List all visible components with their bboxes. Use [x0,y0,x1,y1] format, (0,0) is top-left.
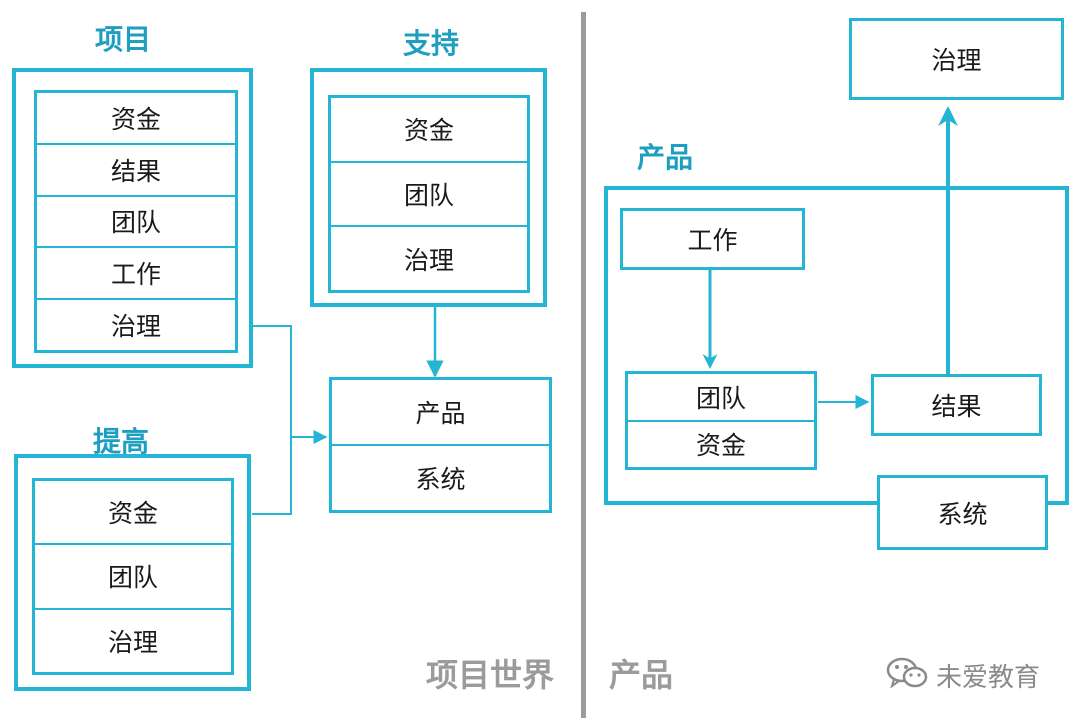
left-product-item: 产品 [415,399,466,428]
left-product-list: 产品 系统 [329,377,552,513]
right-funds-item: 资金 [628,419,814,468]
project-item-funds: 资金 [110,104,161,134]
project-item-work: 工作 [37,246,235,298]
project-item-governance: 治理 [37,298,235,350]
support-list: 资金 团队 治理 [328,95,530,293]
right-work-box: 工作 [620,208,805,270]
right-product-frame [604,186,1069,505]
right-system-box: 系统 [877,475,1048,550]
project-item-results: 结果 [37,142,235,195]
left-system-item: 系统 [332,444,549,510]
support-item-governance: 治理 [331,225,527,290]
center-divider [581,12,586,718]
improve-item-team: 团队 [35,543,231,607]
support-title: 支持 [403,27,460,60]
improve-list: 资金 团队 治理 [32,478,234,675]
project-title: 项目 [95,23,152,56]
right-governance-box: 治理 [849,18,1064,100]
right-results-box: 结果 [871,374,1042,436]
right-product-title: 产品 [637,141,694,174]
watermark-text: 未爱教育 [936,662,1041,693]
wechat-icon [886,656,928,694]
project-list: 资金 结果 团队 工作 治理 [34,90,238,353]
support-item-funds: 资金 [403,116,454,146]
improve-frame [14,454,251,691]
footer-right-label: 产品 [609,656,674,694]
watermark: 未爱教育 [886,656,1040,694]
project-frame [12,68,253,368]
improve-title: 提高 [93,425,150,458]
improve-item-funds: 资金 [107,499,158,529]
right-team-item: 团队 [695,383,746,413]
connector-project-to-product [252,325,292,515]
project-item-team: 团队 [37,194,235,247]
support-item-team: 团队 [331,160,527,226]
footer-left-label: 项目世界 [426,656,555,694]
support-frame [310,68,547,307]
improve-item-governance: 治理 [35,607,231,672]
right-team-funds-list: 团队 资金 [625,371,817,470]
